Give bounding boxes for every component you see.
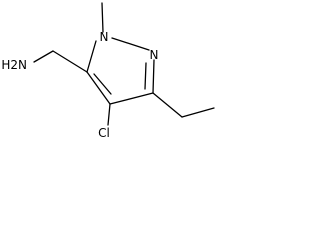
c4-cl-bond xyxy=(107,103,111,126)
ch2-nh2-bond xyxy=(33,50,54,63)
ring-bond-n2-c3 xyxy=(152,59,155,94)
ring-bond-c4-c5-double xyxy=(93,73,112,95)
chlorine-label: Cl xyxy=(98,126,110,140)
ring-bond-c4-c5 xyxy=(86,71,111,105)
ethyl-ch3-bond xyxy=(181,107,215,118)
chemical-structure-diagram: H2N N N Cl xyxy=(1,2,215,140)
c5-ch2-bond xyxy=(52,50,88,73)
n-methyl-bond xyxy=(101,2,104,33)
ring-nitrogen-2-label: N xyxy=(150,48,159,62)
ring-bond-c3-c4 xyxy=(109,92,154,105)
ring-bond-n1-n2 xyxy=(111,37,150,51)
amine-label: H2N xyxy=(1,58,27,72)
ring-nitrogen-1-label: N xyxy=(100,30,109,44)
c3-ch2-bond xyxy=(152,92,183,118)
ring-bond-n1-c5 xyxy=(86,40,97,73)
ring-bond-n2-c3-double xyxy=(144,62,147,90)
